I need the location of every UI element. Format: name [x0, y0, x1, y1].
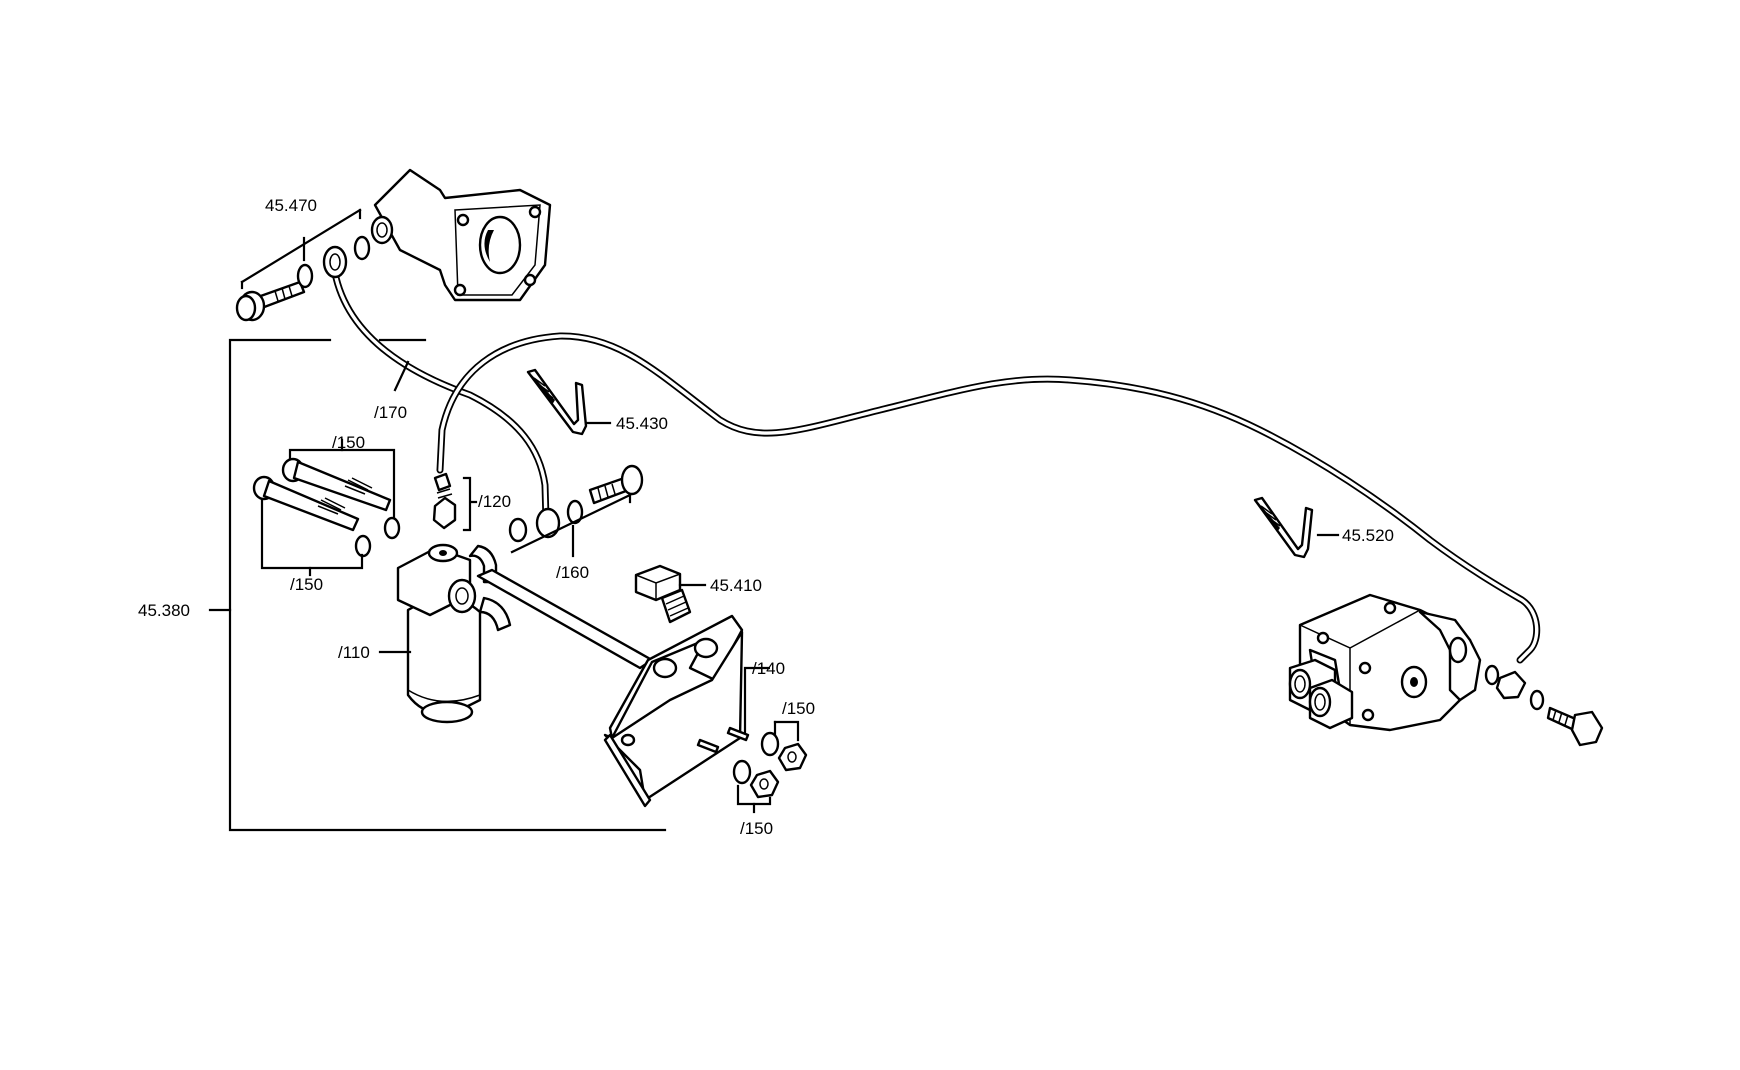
label-45470: 45.470 — [265, 196, 317, 215]
group-bracket-45380 — [208, 338, 667, 832]
leader-170 — [393, 360, 410, 392]
label-120: /120 — [478, 492, 511, 511]
bracket-150-left — [260, 498, 364, 577]
bolt-150-lower — [252, 475, 372, 558]
label-160: /160 — [556, 563, 589, 582]
bracket-150-bottom — [736, 784, 772, 814]
injection-pump — [1288, 593, 1482, 732]
flange-housing — [370, 168, 552, 302]
fuel-filter-110 — [396, 543, 512, 724]
bracket-150-top — [288, 438, 396, 520]
banjo-bolt-160 — [508, 464, 644, 558]
stud-washer-nut-lower — [696, 738, 780, 799]
label-150-right: /150 — [782, 699, 815, 718]
label-140: /140 — [752, 659, 785, 678]
label-45520: 45.520 — [1342, 526, 1394, 545]
label-45410: 45.410 — [710, 576, 762, 595]
pipe-clip-45520 — [1253, 496, 1314, 559]
banjo-bolt-45470 — [235, 235, 371, 322]
label-170: /170 — [374, 403, 407, 422]
bolt-150-upper — [281, 457, 401, 540]
fuel-pipe-170 — [329, 256, 550, 524]
stud-washer-nut-upper — [726, 726, 808, 772]
pump-banjo-fitting — [1484, 664, 1604, 747]
label-45380: 45.380 — [138, 601, 190, 620]
label-150-bottom: /150 — [740, 819, 773, 838]
label-45430: 45.430 — [616, 414, 668, 433]
pipe-clip-45430 — [526, 368, 588, 436]
label-150-top: /150 — [332, 433, 365, 452]
fuel-pipe-main — [436, 332, 1541, 664]
label-110: /110 — [338, 643, 370, 662]
bracket-45470 — [240, 208, 362, 290]
label-150-left: /150 — [290, 575, 323, 594]
mounting-bracket-140 — [476, 568, 744, 808]
leader-140 — [743, 666, 770, 737]
bolt-45410 — [634, 564, 692, 624]
bracket-150-right — [773, 720, 800, 742]
nipple-120 — [432, 472, 478, 532]
